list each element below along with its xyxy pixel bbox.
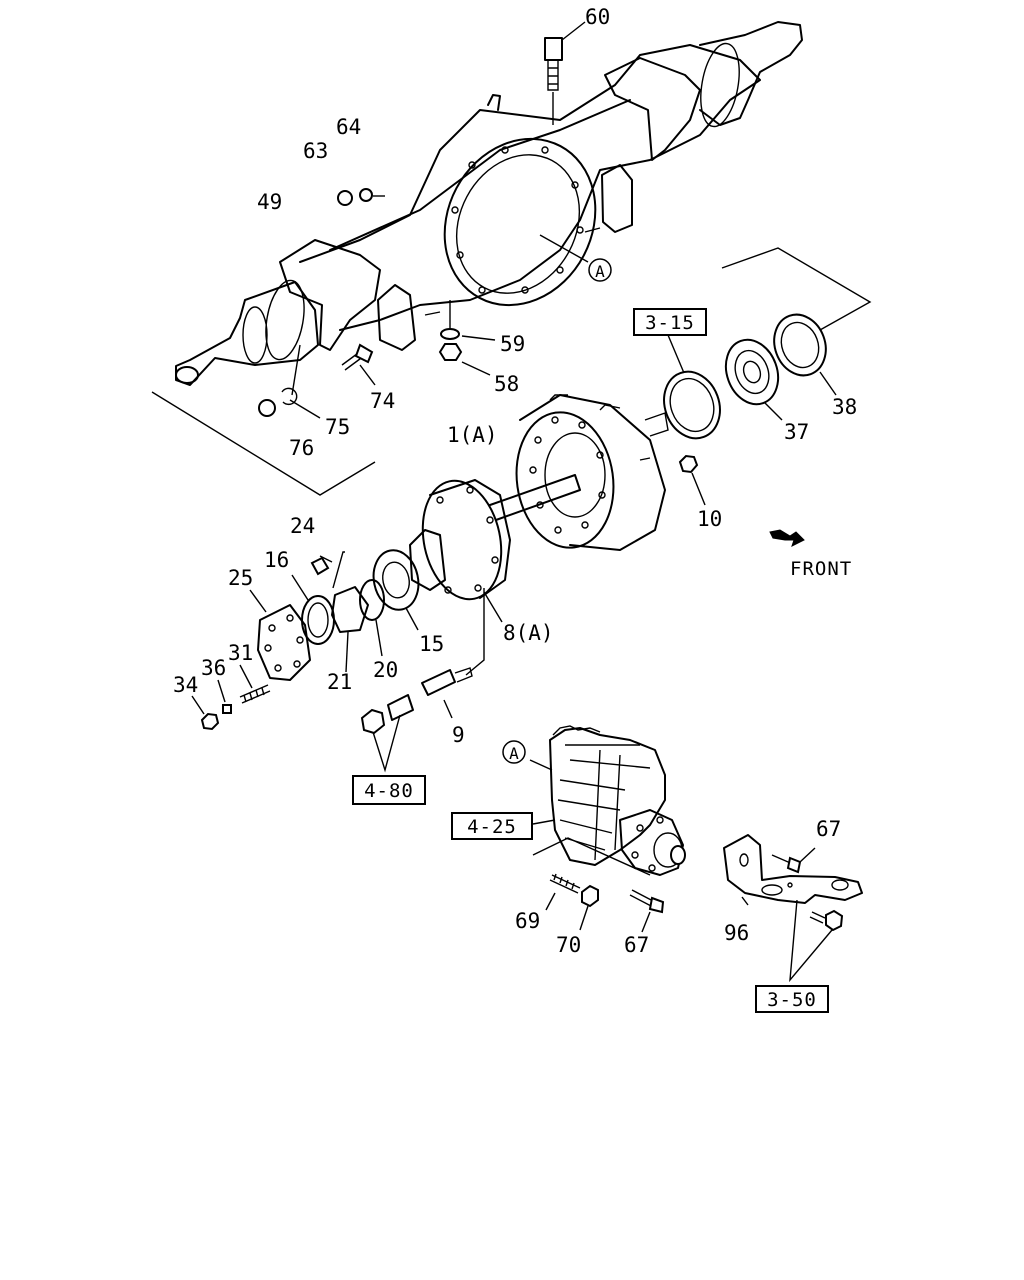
callout-20: 20 xyxy=(373,658,398,682)
bearing-37 xyxy=(724,338,783,421)
housing-bracket-line xyxy=(151,391,376,496)
brake-drum-1A xyxy=(489,394,669,551)
callout-67-top: 67 xyxy=(816,817,841,841)
ref-4-25-label: 4-25 xyxy=(467,816,517,838)
bracket-96 xyxy=(723,834,863,983)
race-38 xyxy=(773,313,837,396)
washer-36 xyxy=(217,679,232,714)
callout-15: 15 xyxy=(419,632,444,656)
callout-25: 25 xyxy=(228,566,253,590)
bearing-15 xyxy=(372,549,420,631)
ref-4-80-label: 4-80 xyxy=(364,780,414,802)
callout-labels: 60 64 63 49 59 58 74 75 76 1(A) 10 37 38… xyxy=(173,5,857,957)
ref-box-4-80[interactable]: 4-80 xyxy=(352,775,426,805)
stud-69 xyxy=(545,873,581,911)
callout-37: 37 xyxy=(784,420,809,444)
nut-58-washer-59 xyxy=(438,300,496,376)
stud-9 xyxy=(421,667,473,719)
callout-60: 60 xyxy=(585,5,610,29)
ref-box-4-25[interactable]: 4-25 xyxy=(451,812,533,840)
nut-63-washer-64 xyxy=(337,188,385,206)
callout-58: 58 xyxy=(494,372,519,396)
seal-3-15 xyxy=(663,334,721,440)
callout-96: 96 xyxy=(724,921,749,945)
stud-4-80 xyxy=(360,694,414,773)
plate-21 xyxy=(331,551,369,673)
ref-3-50-label: 3-50 xyxy=(767,989,817,1011)
stud-31 xyxy=(239,664,271,704)
differential-4-25 xyxy=(529,725,686,876)
ref-box-3-15[interactable]: 3-15 xyxy=(633,308,707,336)
callout-1A: 1(A) xyxy=(447,423,498,447)
callout-8A: 8(A) xyxy=(503,621,554,645)
axle-housing xyxy=(175,21,803,386)
bolt-74 xyxy=(341,343,376,386)
circled-a-marker: A xyxy=(539,234,612,282)
callout-38: 38 xyxy=(832,395,857,419)
callout-75: 75 xyxy=(325,415,350,439)
callout-49: 49 xyxy=(257,190,282,214)
bolt-60 xyxy=(544,21,586,125)
nut-34 xyxy=(191,695,220,731)
callout-36: 36 xyxy=(201,656,226,680)
callout-74: 74 xyxy=(370,389,395,413)
callout-63: 63 xyxy=(303,139,328,163)
front-label: FRONT xyxy=(790,558,852,580)
svg-text:A: A xyxy=(509,744,519,763)
bolt-24 xyxy=(310,555,333,576)
callout-64: 64 xyxy=(336,115,361,139)
callout-21: 21 xyxy=(327,670,352,694)
callout-24: 24 xyxy=(290,514,315,538)
callout-67-bottom: 67 xyxy=(624,933,649,957)
spacer-20 xyxy=(359,579,385,657)
flange-25 xyxy=(249,589,311,681)
hub-8A xyxy=(409,479,511,676)
callout-31: 31 xyxy=(228,641,253,665)
callout-10: 10 xyxy=(697,507,722,531)
seal-16 xyxy=(291,574,335,645)
nut-76-washer-75 xyxy=(258,344,321,419)
callout-9: 9 xyxy=(452,723,465,747)
circled-a-marker: A xyxy=(502,740,526,764)
front-arrow-icon xyxy=(769,529,805,547)
callout-16: 16 xyxy=(264,548,289,572)
nut-10 xyxy=(678,454,706,506)
svg-text:A: A xyxy=(595,262,605,281)
callout-69: 69 xyxy=(515,909,540,933)
nut-70 xyxy=(579,884,599,931)
ref-box-3-50[interactable]: 3-50 xyxy=(755,985,829,1013)
ref-3-15-label: 3-15 xyxy=(645,312,695,334)
callout-59: 59 xyxy=(500,332,525,356)
callout-76: 76 xyxy=(289,436,314,460)
callout-34: 34 xyxy=(173,673,198,697)
callout-70: 70 xyxy=(556,933,581,957)
bearing-bracket-line xyxy=(721,247,872,331)
bolt-67-bottom xyxy=(629,889,665,933)
